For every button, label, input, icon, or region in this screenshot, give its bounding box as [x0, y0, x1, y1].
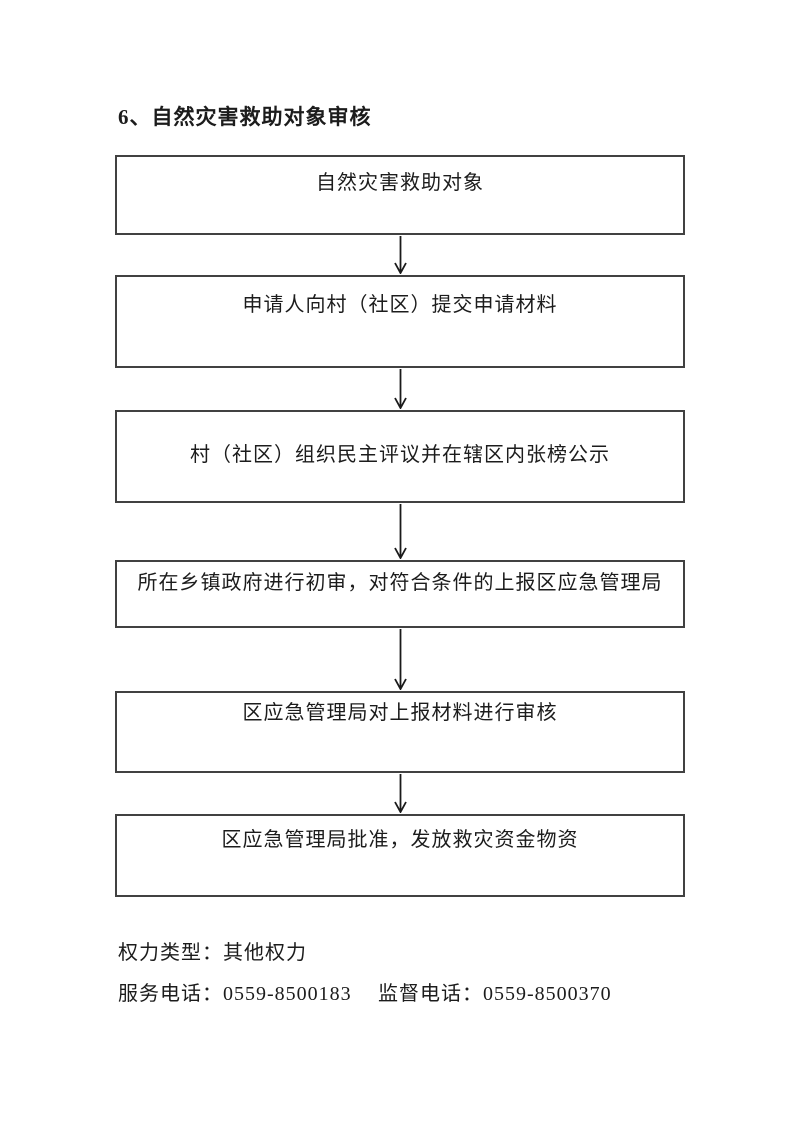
- flowchart-step-3: 村（社区）组织民主评议并在辖区内张榜公示: [115, 410, 685, 503]
- arrow-down-icon: [394, 774, 407, 813]
- arrow-down-icon: [394, 236, 407, 274]
- flowchart-step-4: 所在乡镇政府进行初审，对符合条件的上报区应急管理局: [115, 560, 685, 628]
- flowchart-step-6: 区应急管理局批准，发放救灾资金物资: [115, 814, 685, 897]
- power-type-text: 权力类型：其他权力: [118, 942, 307, 964]
- flowchart-step-5: 区应急管理局对上报材料进行审核: [115, 691, 685, 773]
- arrow-down-icon: [394, 629, 407, 690]
- arrow-down-icon: [394, 369, 407, 409]
- page-title: 6、自然灾害救助对象审核: [118, 105, 372, 129]
- arrow-down-icon: [394, 504, 407, 559]
- flowchart-step-1: 自然灾害救助对象: [115, 155, 685, 235]
- flowchart-step-2: 申请人向村（社区）提交申请材料: [115, 275, 685, 368]
- supervision-phone-text: 监督电话：0559-8500370: [378, 983, 612, 1005]
- service-phone-text: 服务电话：0559-8500183: [118, 983, 352, 1005]
